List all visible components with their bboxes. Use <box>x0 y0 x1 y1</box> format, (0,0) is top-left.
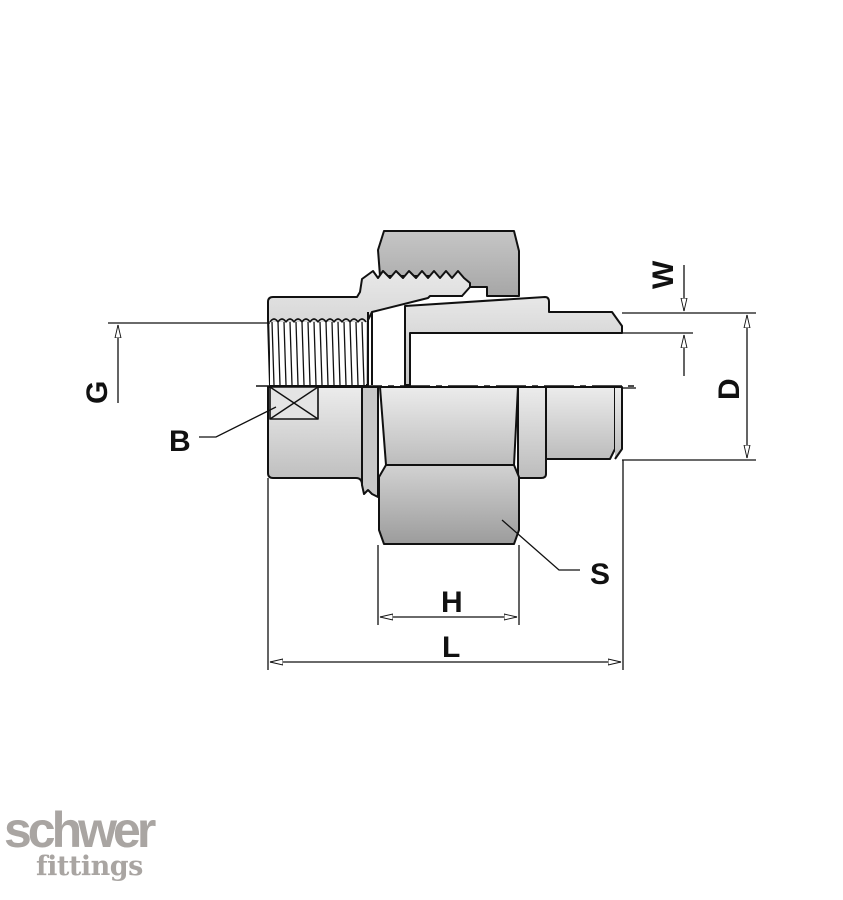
logo-sub: fittings <box>36 851 143 882</box>
lower-exterior <box>267 386 623 545</box>
male-body-section <box>404 296 623 386</box>
hex-nut-lower-flat-s <box>378 464 520 545</box>
logo-brand: schwer <box>4 802 156 858</box>
label-g: G <box>81 381 114 404</box>
upper-section <box>267 230 623 386</box>
label-b: B <box>169 425 191 458</box>
male-body-exterior <box>517 386 547 479</box>
label-h: H <box>441 586 463 619</box>
label-d: D <box>713 378 746 400</box>
label-s: S <box>590 558 610 591</box>
hex-nut-upper-flat <box>379 386 519 466</box>
schwer-fittings-logo: schwer fittings <box>4 802 156 882</box>
dimension-lines <box>108 265 756 670</box>
thread-lines <box>271 321 365 386</box>
label-l: L <box>442 631 460 664</box>
label-w: W <box>647 260 680 289</box>
